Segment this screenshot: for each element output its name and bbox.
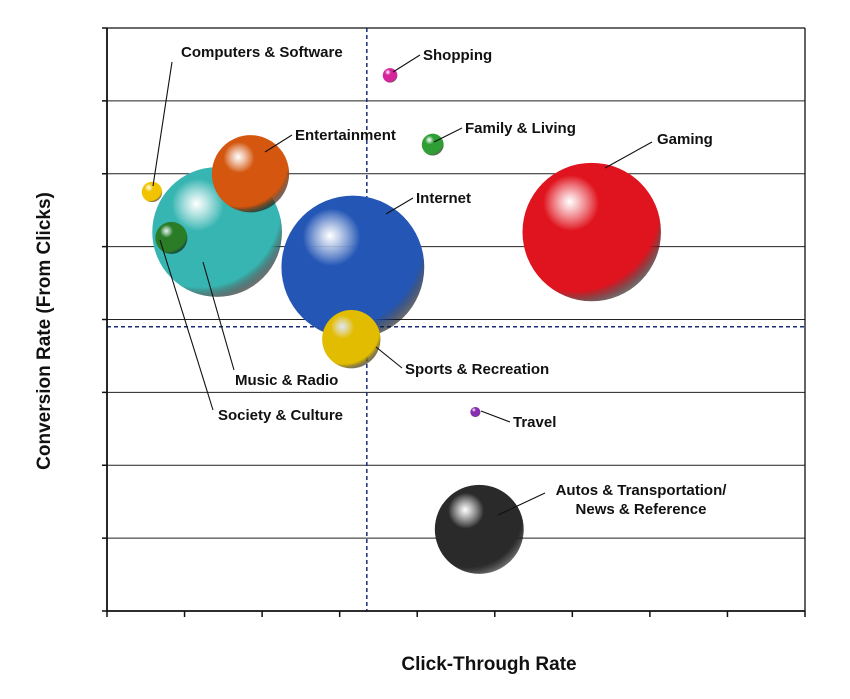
label-line: Travel [513, 414, 556, 431]
bubble-internet [281, 195, 425, 339]
label-gaming: Gaming [657, 131, 713, 148]
axes [102, 27, 806, 617]
y-axis-title: Conversion Rate (From Clicks) [34, 192, 55, 470]
label-music-radio: Music & Radio [235, 372, 338, 389]
leader-lines [152, 54, 653, 516]
bubble-gaming [522, 162, 661, 302]
bubble-sports-recreation [322, 310, 381, 369]
label-line: Music & Radio [235, 372, 338, 389]
bubble-autos-transportation-news-reference [434, 484, 524, 574]
bubble-computers-software [141, 181, 163, 203]
leader-line-gaming [604, 141, 653, 169]
label-line: Computers & Software [181, 44, 343, 61]
label-line: Society & Culture [218, 407, 343, 424]
leader-line-family-living [433, 127, 463, 143]
bubble-travel [470, 406, 481, 418]
label-internet: Internet [416, 190, 471, 207]
label-line: Autos & Transportation/ [556, 482, 728, 499]
label-entertainment: Entertainment [295, 127, 396, 144]
label-shopping: Shopping [423, 47, 492, 64]
bubble-family-living [421, 133, 444, 156]
bubble-society-culture [155, 221, 188, 254]
leader-line-music-radio [202, 261, 235, 371]
bubble-entertainment [211, 135, 290, 213]
reference-lines [107, 28, 805, 611]
label-line: Internet [416, 190, 471, 207]
label-travel: Travel [513, 414, 556, 431]
label-sports-recreation: Sports & Recreation [405, 361, 549, 378]
label-line: Family & Living [465, 120, 576, 137]
label-line: Gaming [657, 131, 713, 148]
label-computers-software: Computers & Software [181, 44, 343, 61]
leader-line-society-culture [159, 239, 214, 411]
x-axis-title: Click-Through Rate [401, 654, 576, 675]
leader-line-travel [480, 410, 511, 423]
label-family-living: Family & Living [465, 120, 576, 137]
leader-line-sports-recreation [375, 346, 403, 369]
leader-line-autos-transportation-news-reference [497, 492, 546, 516]
bubbles [141, 68, 661, 574]
bubble-labels: Computers & Software ShoppingEntertainmen… [181, 44, 727, 518]
label-autos-transportation-news-reference: Autos & Transportation/News & Reference [556, 482, 728, 518]
leader-line-internet [385, 197, 414, 215]
leader-line-shopping [392, 54, 421, 73]
label-line: News & Reference [576, 501, 707, 518]
gridlines [107, 100, 805, 539]
label-line: Sports & Recreation [405, 361, 549, 378]
label-society-culture: Society & Culture [218, 407, 343, 424]
label-line: Entertainment [295, 127, 396, 144]
leader-line-computers-software [152, 61, 173, 187]
label-line: Shopping [423, 47, 492, 64]
leader-line-entertainment [264, 134, 293, 153]
